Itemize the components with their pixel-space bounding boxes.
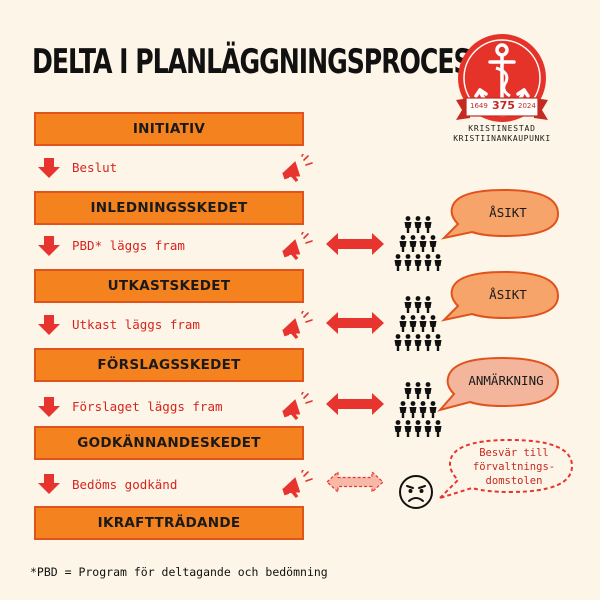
appeal-bubble: Besvär till förvaltnings- domstolen [436,436,578,502]
double-arrow-icon [326,312,384,334]
stage-inledningsskedet: INLEDNINGSSKEDET [34,191,304,225]
opinion-text: ÅSIKT [489,287,527,302]
megaphone-icon [282,470,313,499]
stage-forslagsskedet: FÖRSLAGSSKEDET [34,348,304,382]
opinion-bubble: ÅSIKT [440,186,566,248]
anchor-logo-icon [456,34,548,122]
stage-godkannandeskedet: GODKÄNNANDESKEDET [34,426,304,460]
logo-name-line2: KRISTIINANKAUPUNKI [453,134,551,143]
step-utkast: Utkast läggs fram [72,317,200,332]
step-pbd: PBD* läggs fram [72,238,185,253]
appeal-line-2: förvaltnings- [472,461,556,473]
down-arrow-icon [38,315,60,335]
city-logo: 1649 375 2024 KRISTINESTAD KRISTIINANKAU… [448,32,558,157]
step-beslut: Beslut [72,160,118,175]
down-arrow-icon [38,397,60,417]
stage-utkastskedet: UTKASTSKEDET [34,269,304,303]
logo-anniversary: 375 [492,99,515,112]
step-forslaget: Förslaget läggs fram [72,399,223,414]
appeal-text: Besvär till förvaltnings- domstolen [436,446,578,488]
logo-year-start: 1649 [470,102,488,110]
footnote: *PBD = Program för deltagande och bedömn… [30,565,328,579]
megaphone-icon [282,311,313,340]
down-arrow-icon [38,236,60,256]
logo-name-line1: KRISTINESTAD [468,124,536,133]
appeal-line-3: domstolen [485,475,543,487]
opinion-text: ÅSIKT [489,205,527,220]
double-arrow-icon [326,393,384,415]
double-arrow-dashed-icon [326,470,384,494]
megaphone-icon [282,232,313,261]
double-arrow-icon [326,233,384,255]
stage-initiativ: INITIATIV [34,112,304,146]
opinion-bubble: ÅSIKT [440,268,566,330]
sad-face-icon [399,475,433,509]
appeal-line-1: Besvär till [479,447,549,459]
down-arrow-icon [38,474,60,494]
down-arrow-icon [38,158,60,178]
people-group-icon [394,296,442,351]
megaphone-icon [282,392,313,421]
megaphone-icon [282,154,313,183]
step-bedoms: Bedöms godkänd [72,477,178,492]
remark-bubble: ANMÄRKNING [436,354,566,418]
people-group-icon [394,216,442,271]
remark-text: ANMÄRKNING [468,373,544,388]
logo-year-end: 2024 [518,102,536,110]
page-title: DELTA I PLANLÄGGNINGSPROCESSEN! [32,42,534,82]
stage-ikrafttradande: IKRAFTTRÄDANDE [34,506,304,540]
